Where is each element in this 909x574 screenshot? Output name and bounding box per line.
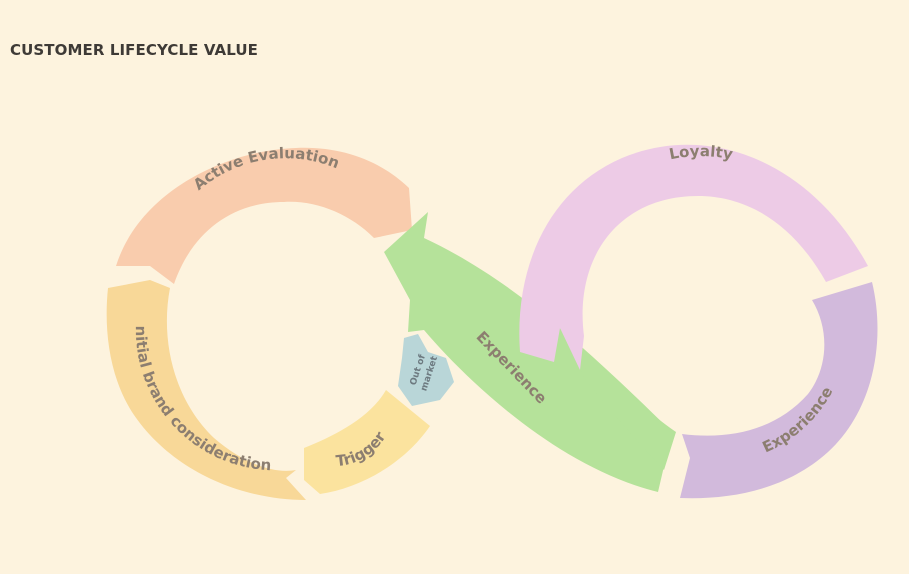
page-title: CUSTOMER LIFECYCLE VALUE [10, 41, 258, 59]
experience-right-segment [680, 282, 878, 499]
trigger-segment [304, 390, 430, 494]
out-of-market-segment [398, 334, 454, 406]
loyalty-segment [519, 144, 868, 370]
initial-brand-segment [106, 280, 307, 500]
loyalty-label: Loyalty [668, 142, 735, 163]
active-evaluation-segment [116, 147, 412, 284]
experience-left-tail [580, 362, 676, 470]
